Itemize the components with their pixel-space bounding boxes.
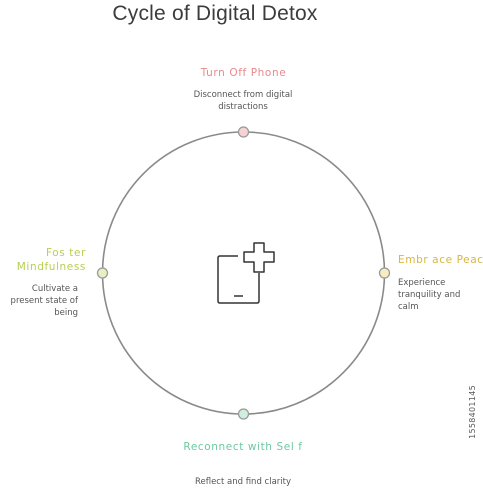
node-top (237, 126, 250, 138)
cycle-ring (101, 131, 386, 415)
stage-desc-right: Experience tranquility and calm (398, 278, 461, 312)
stage-desc-bottom: Reflect and find clarity (194, 477, 292, 487)
stage-label-right: Embr ace Peace (398, 254, 483, 266)
stage-label-top: Turn Off Phone (200, 67, 287, 79)
stage-desc-left: Cultivate a present state of being (10, 284, 78, 318)
stage-desc-top: Disconnect from digital distractions (193, 90, 293, 112)
node-right (378, 267, 391, 279)
stock-id-watermark: 1558401145 (468, 385, 477, 439)
stage-label-left: Fos ter Mindfulness (16, 247, 86, 273)
diagram-title: Cycle of Digital Detox (112, 2, 318, 25)
node-left (96, 267, 109, 279)
phone-with-plus-icon (217, 242, 275, 304)
stage-label-bottom: Reconnect with Sel f (183, 441, 303, 453)
node-bottom (237, 408, 250, 420)
